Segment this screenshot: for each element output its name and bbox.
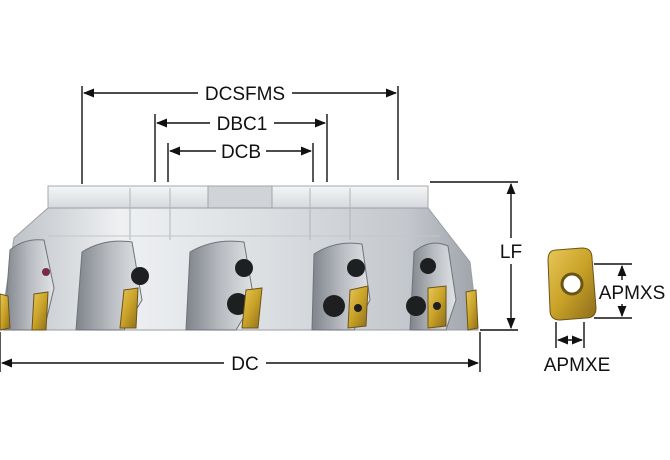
label-apmxs: APMXS xyxy=(599,283,666,304)
screw-icon xyxy=(235,259,253,277)
label-dcsfms: DCSFMS xyxy=(205,84,285,105)
label-dcb: DCB xyxy=(221,142,261,163)
insert-icon xyxy=(0,293,11,331)
label-lf: LF xyxy=(500,242,522,263)
screw-icon xyxy=(323,295,345,317)
insert-detail xyxy=(547,247,597,321)
label-dc: DC xyxy=(231,354,258,375)
screw-icon xyxy=(420,258,436,274)
label-dbc1: DBC1 xyxy=(217,114,268,135)
clamp-screws xyxy=(42,258,436,317)
insert-icon xyxy=(465,289,479,331)
screw-icon xyxy=(42,268,50,276)
insert-icon xyxy=(31,291,49,331)
label-apmxe: APMXE xyxy=(544,355,611,376)
screw-icon xyxy=(406,296,426,316)
cutting-inserts xyxy=(0,285,479,331)
dimension-labels: DCSFMS DBC1 DCB LF DC APMXS APMXE xyxy=(205,84,665,376)
insert-icon xyxy=(241,287,263,329)
insert-hole-icon xyxy=(560,272,584,296)
dimension-lines xyxy=(0,86,632,372)
screw-icon xyxy=(131,267,149,285)
insert-icon xyxy=(119,287,139,329)
screw-icon xyxy=(347,259,365,277)
